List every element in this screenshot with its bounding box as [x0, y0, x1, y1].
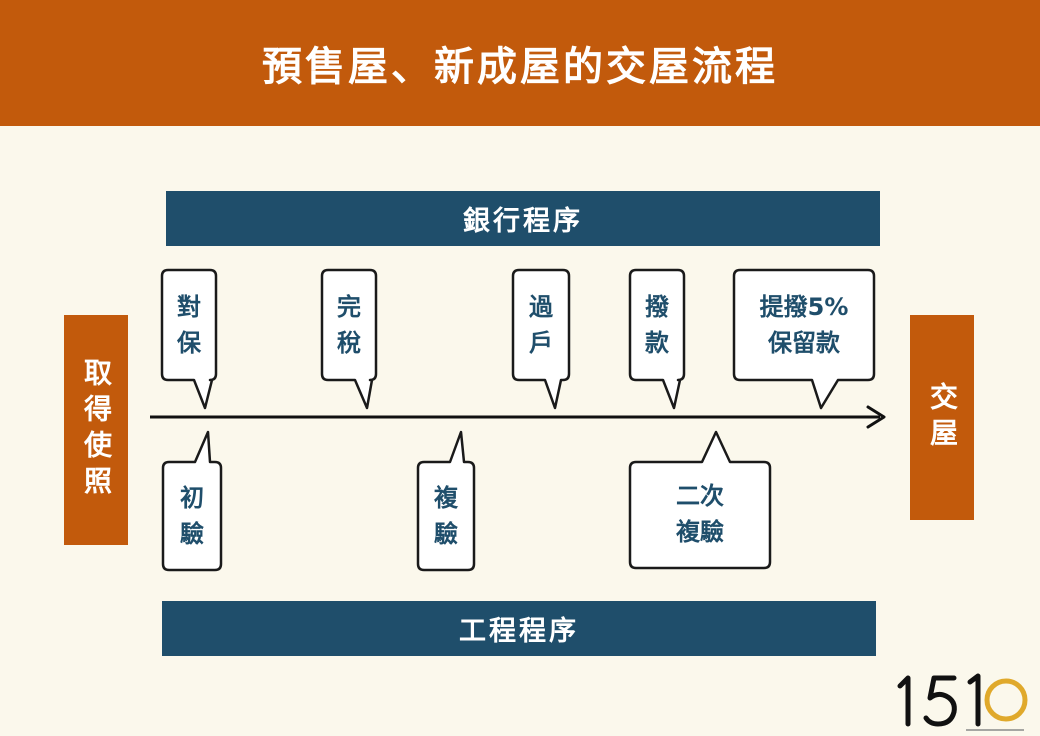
bank-step-label-3: 過 戶 — [513, 289, 569, 361]
bank-step-label-4: 撥 款 — [630, 289, 684, 361]
bank-step-5-line2: 保留款 — [768, 329, 840, 357]
bank-step-4-line2: 款 — [645, 329, 669, 357]
engineering-step-label-3: 二次 複驗 — [630, 478, 770, 550]
engineering-step-2-line2: 驗 — [434, 520, 458, 548]
bank-step-1-line2: 保 — [177, 329, 201, 357]
end-box-handover: 交屋 — [910, 315, 974, 520]
bubble-engineering-step-1 — [161, 430, 223, 572]
bubble-bank-step-5 — [732, 268, 876, 410]
bank-process-bar: 銀行程序 — [166, 191, 880, 246]
bubble-bank-step-3 — [511, 268, 571, 410]
bank-step-5-line1: 提撥5% — [759, 293, 849, 321]
engineering-step-label-1: 初 驗 — [163, 480, 221, 552]
bank-step-3-line2: 戶 — [529, 329, 553, 357]
bank-step-2-line2: 稅 — [337, 329, 361, 357]
bank-step-label-5: 提撥5% 保留款 — [734, 289, 874, 361]
title-banner: 預售屋、新成屋的交屋流程 — [0, 0, 1040, 126]
engineering-step-3-line2: 複驗 — [676, 518, 724, 546]
engineering-step-3-line1: 二次 — [676, 482, 724, 510]
bank-step-label-1: 對 保 — [162, 289, 216, 361]
engineering-step-1-line2: 驗 — [180, 520, 204, 548]
bubble-engineering-step-3 — [628, 430, 772, 570]
start-box-occupancy-permit: 取得使照 — [64, 315, 128, 545]
engineering-process-bar: 工程程序 — [162, 601, 876, 656]
timeline-arrow — [150, 405, 886, 429]
bubble-bank-step-2 — [320, 268, 378, 410]
page-title: 預售屋、新成屋的交屋流程 — [262, 44, 778, 90]
bubble-engineering-step-2 — [416, 430, 476, 572]
bank-step-3-line1: 過 — [529, 293, 553, 321]
engineering-step-label-2: 複 驗 — [418, 480, 474, 552]
brand-logo — [897, 673, 1028, 731]
engineering-step-1-line1: 初 — [180, 484, 204, 512]
bank-step-label-2: 完 稅 — [322, 289, 376, 361]
bank-step-4-line1: 撥 — [645, 293, 669, 321]
engineering-step-2-line1: 複 — [434, 484, 458, 512]
bank-step-1-line1: 對 — [177, 293, 201, 321]
bubble-bank-step-1 — [160, 268, 218, 410]
bank-step-2-line1: 完 — [337, 293, 361, 321]
bubble-bank-step-4 — [628, 268, 686, 410]
